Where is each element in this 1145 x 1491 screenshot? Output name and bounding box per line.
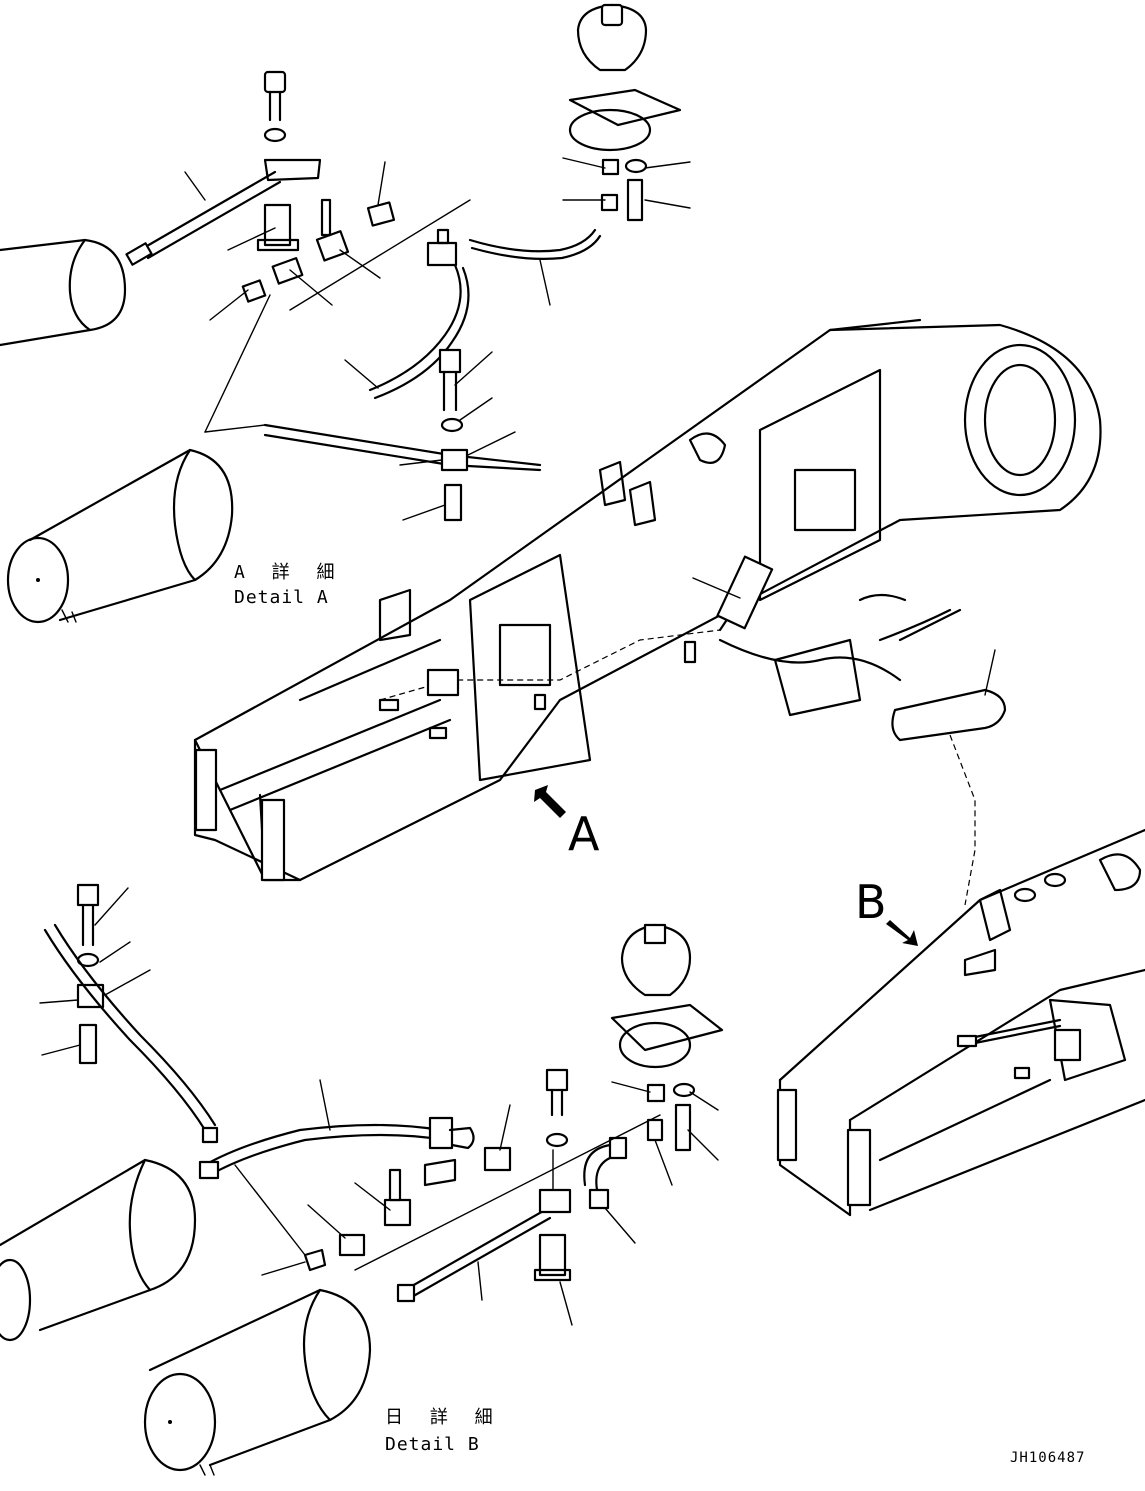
detail-a-accumulator xyxy=(568,3,682,222)
detail-b-hose-long xyxy=(198,1116,475,1187)
frame-b-assembly xyxy=(776,828,1145,1217)
view-arrow-a-icon: A xyxy=(534,785,600,861)
view-arrow-b-icon: B xyxy=(855,875,918,946)
detail-a-leaders xyxy=(184,157,691,521)
detail-b-accumulator xyxy=(610,923,724,1152)
detail-a-hose-upper xyxy=(125,158,322,266)
detail-a-cylinder-lower xyxy=(6,448,234,624)
main-frame-assembly xyxy=(193,318,1102,906)
detail-b-bolt-left xyxy=(43,883,219,1144)
drawing-code: JH106487 xyxy=(1010,1450,1085,1466)
detail-a-hose-lower xyxy=(263,348,542,522)
view-arrow-b-label: B xyxy=(855,875,887,929)
detail-a-hose-right xyxy=(468,228,602,260)
detail-b-hose-curved xyxy=(583,1136,628,1210)
detail-a-bolt xyxy=(263,70,287,143)
detail-a-title-jp: A 詳 細 xyxy=(234,562,343,583)
detail-b-group: 日 詳 細 Detail B xyxy=(0,883,724,1476)
detail-a-fittings xyxy=(241,198,396,303)
detail-b-bolt-middle xyxy=(545,1068,569,1191)
detail-b-cylinder-upper xyxy=(0,1158,197,1342)
detail-b-title-jp: 日 詳 細 xyxy=(385,1407,501,1428)
detail-b-cylinder-lower xyxy=(143,1288,372,1476)
detail-a-group: A 詳 細 Detail A xyxy=(0,3,691,624)
detail-a-clamp xyxy=(256,203,300,252)
view-arrow-a-label: A xyxy=(568,807,600,861)
detail-a-cylinder-upper xyxy=(0,238,127,347)
detail-b-fittings xyxy=(303,1146,512,1272)
detail-b-title-en: Detail B xyxy=(385,1434,480,1455)
detail-a-title-en: Detail A xyxy=(234,587,329,608)
detail-b-hose-middle xyxy=(396,1188,572,1303)
detail-b-leaders xyxy=(39,887,719,1326)
detail-a-hose-curved xyxy=(368,228,470,400)
